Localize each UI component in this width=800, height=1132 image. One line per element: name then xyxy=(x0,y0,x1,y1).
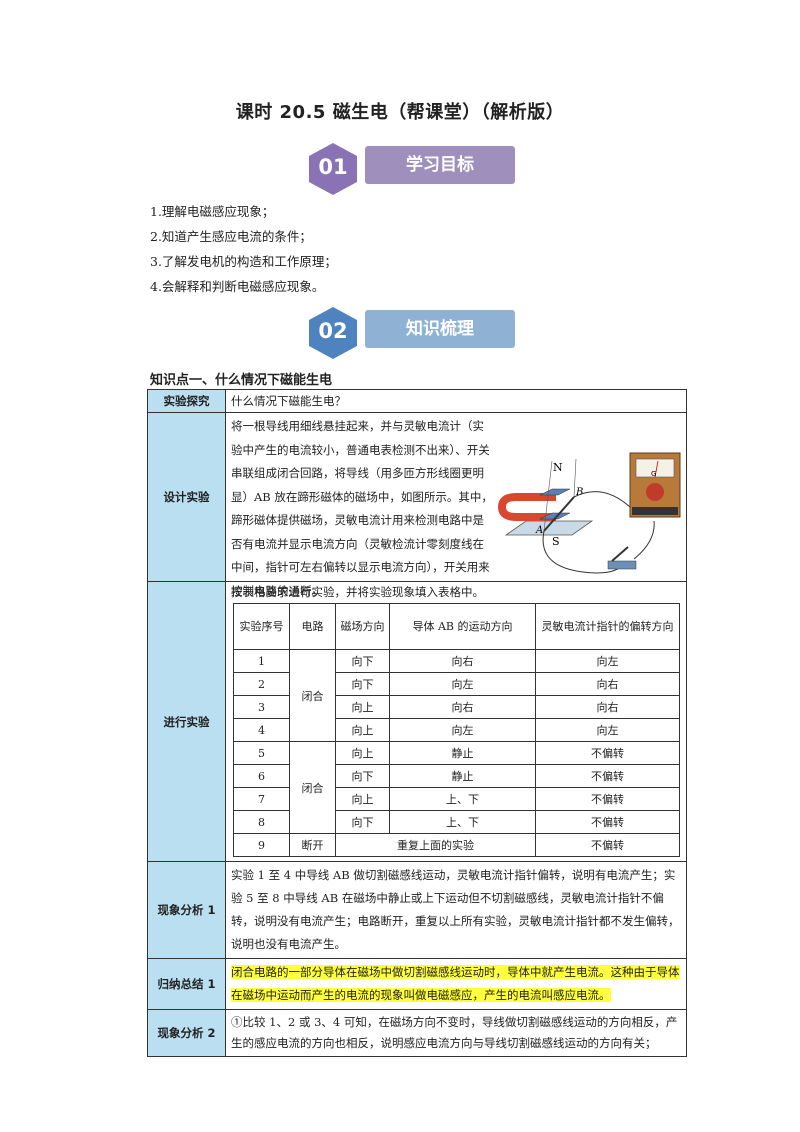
cell-motion: 静止 xyxy=(389,764,536,788)
goal-item: 3.了解发电机的构造和工作原理； xyxy=(150,254,337,269)
hexagon-icon xyxy=(309,143,357,195)
table-header-row: 实验序号 电路 磁场方向 导体 AB 的运动方向 灵敏电流计指针的偏转方向 xyxy=(233,603,680,650)
cell-deflect: 向左 xyxy=(535,718,680,742)
section-label: 学习目标 xyxy=(365,146,515,184)
row-content: 按表格要求进行实验，并将实验现象填入表格中。 实验序号 电路 磁场方向 导体 A… xyxy=(225,581,687,862)
row-content: 将一根导线用细线悬挂起来，并与灵敏电流计（实验中产生的电流较小，普通电表检测不出… xyxy=(225,412,687,598)
table-row: 9 断开 重复上面的实验 不偏转 xyxy=(233,833,680,857)
section-number: 01 xyxy=(318,155,348,179)
cell-no: 9 xyxy=(233,833,290,857)
cell-motion: 向右 xyxy=(389,695,536,719)
cell-deflect: 向右 xyxy=(535,672,680,696)
cell-deflect: 不偏转 xyxy=(535,810,680,834)
knowledge-point-title: 知识点一、什么情况下磁能生电 xyxy=(150,373,333,388)
row-content: ①比较 1、2 或 3、4 可知，在磁场方向不变时，导线做切割磁感线运动的方向相… xyxy=(225,1009,687,1057)
cell-circuit: 断开 xyxy=(289,833,336,857)
cell-field: 向上 xyxy=(335,695,390,719)
section-badge-knowledge: 02 知识梳理 xyxy=(305,305,525,361)
section-number: 02 xyxy=(318,319,348,343)
cell-no: 6 xyxy=(233,764,290,788)
row-content: 实验 1 至 4 中导线 AB 做切割磁感线运动，灵敏电流计指针偏转，说明有电流… xyxy=(225,861,687,959)
highlighted-conclusion: 闭合电路的一部分导体在磁场中做切割磁感线运动时，导体中就产生电流。这种由于导体在… xyxy=(231,965,680,1002)
cell-motion: 向右 xyxy=(389,649,536,673)
row-content: 什么情况下磁能生电？ xyxy=(225,389,687,413)
cell-field: 向下 xyxy=(335,764,390,788)
row-label: 进行实验 xyxy=(147,581,226,862)
cell-no: 1 xyxy=(233,649,290,673)
cell-field: 向上 xyxy=(335,718,390,742)
column-header: 实验序号 xyxy=(233,603,290,650)
column-header: 灵敏电流计指针的偏转方向 xyxy=(535,603,680,650)
cell-motion: 上、下 xyxy=(389,787,536,811)
cell-deflect: 不偏转 xyxy=(535,764,680,788)
table-row: 归纳总结 1 闭合电路的一部分导体在磁场中做切割磁感线运动时，导体中就产生电流。… xyxy=(147,958,687,1010)
table-row: 7 向上 上、下 不偏转 xyxy=(233,787,680,811)
cell-deflect: 不偏转 xyxy=(535,741,680,765)
experiment-table: 实验探究 什么情况下磁能生电？ 设计实验 将一根导线用细线悬挂起来，并与灵敏电流… xyxy=(147,389,687,1057)
cell-motion: 上、下 xyxy=(389,810,536,834)
table-row: 进行实验 按表格要求进行实验，并将实验现象填入表格中。 实验序号 电路 磁场方向… xyxy=(147,581,687,862)
cell-motion: 向左 xyxy=(389,718,536,742)
table-row: 2 向下 向左 向右 xyxy=(233,672,680,696)
cell-repeat: 重复上面的实验 xyxy=(335,833,536,857)
hexagon-icon xyxy=(309,307,357,359)
cell-deflect: 向左 xyxy=(535,649,680,673)
page-title: 课时 20.5 磁生电（帮课堂）（解析版） xyxy=(235,102,565,123)
row-content: 闭合电路的一部分导体在磁场中做切割磁感线运动时，导体中就产生电流。这种由于导体在… xyxy=(225,958,687,1010)
table-row: 8 向下 上、下 不偏转 xyxy=(233,810,680,834)
cell-no: 3 xyxy=(233,695,290,719)
column-header: 电路 xyxy=(289,603,336,650)
section-label: 知识梳理 xyxy=(365,310,515,348)
cell-no: 7 xyxy=(233,787,290,811)
table-row: 实验探究 什么情况下磁能生电？ xyxy=(147,389,687,413)
cell-field: 向上 xyxy=(335,741,390,765)
row-label: 实验探究 xyxy=(147,389,226,413)
label-n: N xyxy=(553,461,563,474)
cell-field: 向下 xyxy=(335,810,390,834)
row-label: 设计实验 xyxy=(147,412,226,582)
row-label: 现象分析 2 xyxy=(147,1009,226,1057)
goal-item: 1.理解电磁感应现象； xyxy=(150,204,275,219)
table-row: 6 向下 静止 不偏转 xyxy=(233,764,680,788)
table-row: 现象分析 2 ①比较 1、2 或 3、4 可知，在磁场方向不变时，导线做切割磁感… xyxy=(147,1009,687,1057)
column-header: 磁场方向 xyxy=(335,603,390,650)
row-label: 现象分析 1 xyxy=(147,861,226,959)
cell-field: 向下 xyxy=(335,649,390,673)
cell-deflect: 向右 xyxy=(535,695,680,719)
label-b: B xyxy=(575,487,583,498)
cell-motion: 静止 xyxy=(389,741,536,765)
cell-no: 8 xyxy=(233,810,290,834)
cell-no: 4 xyxy=(233,718,290,742)
goal-item: 4.会解释和判断电磁感应现象。 xyxy=(150,279,325,294)
cell-motion: 向左 xyxy=(389,672,536,696)
label-g: G xyxy=(651,470,656,478)
table-row: 1 闭合 向下 向右 向左 xyxy=(233,649,680,742)
table-row: 现象分析 1 实验 1 至 4 中导线 AB 做切割磁感线运动，灵敏电流计指针偏… xyxy=(147,861,687,959)
results-table: 实验序号 电路 磁场方向 导体 AB 的运动方向 灵敏电流计指针的偏转方向 1 … xyxy=(233,603,680,857)
column-header: 导体 AB 的运动方向 xyxy=(389,603,536,650)
cell-circuit: 闭合 xyxy=(289,649,336,742)
procedure-intro: 按表格要求进行实验，并将实验现象填入表格中。 xyxy=(231,585,484,599)
cell-circuit: 闭合 xyxy=(289,741,336,834)
design-description: 将一根导线用细线悬挂起来，并与灵敏电流计（实验中产生的电流较小，普通电表检测不出… xyxy=(231,419,493,598)
cell-deflect: 不偏转 xyxy=(535,833,680,857)
cell-no: 5 xyxy=(233,741,290,765)
cell-field: 向下 xyxy=(335,672,390,696)
goal-item: 2.知道产生感应电流的条件； xyxy=(150,229,312,244)
table-row: 4 向上 向左 向左 xyxy=(233,718,680,742)
cell-field: 向上 xyxy=(335,787,390,811)
section-badge-goals: 01 学习目标 xyxy=(305,141,525,197)
cell-no: 2 xyxy=(233,672,290,696)
row-label: 归纳总结 1 xyxy=(147,958,226,1010)
label-a: A xyxy=(535,525,543,536)
table-row: 设计实验 将一根导线用细线悬挂起来，并与灵敏电流计（实验中产生的电流较小，普通电… xyxy=(147,412,687,598)
label-s: S xyxy=(552,535,560,548)
table-row: 5 闭合 向上 静止 不偏转 xyxy=(233,741,680,834)
cell-deflect: 不偏转 xyxy=(535,787,680,811)
learning-goals: 1.理解电磁感应现象； 2.知道产生感应电流的条件； 3.了解发电机的构造和工作… xyxy=(150,199,337,299)
experiment-apparatus-figure: N S A B G xyxy=(497,452,681,574)
